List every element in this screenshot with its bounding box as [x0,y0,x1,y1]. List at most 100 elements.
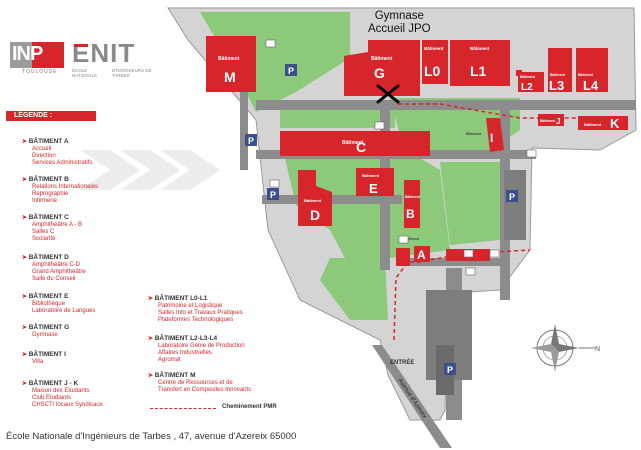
building-C[interactable] [280,131,430,156]
legend-item: Centre de Ressources et de [158,380,233,386]
legend-item: Laboratoire de Langues [32,308,96,314]
building-G-small-label: Bâtiment [371,56,393,62]
building-M[interactable] [206,36,256,92]
building-J-label: J [556,117,560,126]
building-L0-label: L0 [424,63,441,79]
building-G[interactable] [344,40,420,96]
legend-title: LÉGENDE : [6,111,96,121]
building-L1[interactable] [450,40,510,86]
inp-logo-subtitle: TOULOUSE [22,69,58,75]
legend-item: Salles C [32,229,55,235]
legend-item: Gymnase [32,332,58,338]
jpo-cross-icon [376,84,400,104]
building-annex [396,248,410,266]
building-L4-small-label: Bâtiment [578,73,594,77]
building-D-small-label: Bâtiment [304,198,322,203]
bicycle-icon [269,179,280,188]
building-L2-label: L2 [521,82,533,93]
building-L4[interactable] [576,48,608,92]
building-E[interactable] [356,168,394,196]
pmr-legend-line [150,408,216,409]
grass-area [440,162,500,245]
building-D[interactable] [298,170,332,226]
pmr-path [393,249,531,341]
building-L1-label: L1 [470,63,487,79]
enit-logo: ENIT ÉCOLE NATIONALE D'INGÉNIEURS DE TAR… [72,38,152,80]
legend-item: Grand Amphithéâtre [32,269,86,275]
building-L2[interactable] [518,72,544,92]
legend-item: Amphithéâtre C-D [32,262,81,268]
legend-item: Amphithéâtre A - B [32,222,83,228]
parking-icon [444,363,456,375]
building-L3[interactable] [548,48,572,92]
building-I-label: I [490,131,493,145]
parking-icon [506,190,518,202]
svg-text:N: N [595,346,600,353]
building-B-small-label: Bâtiment [405,195,421,199]
legend-item: Patrimoine et Logistique [158,303,223,309]
pmr-legend-label: Cheminement PMR [222,404,277,410]
legend-item: Scolarité [32,236,56,242]
legend-heading: BÂTIMENT G [22,324,69,332]
building-L3-label: L3 [549,78,564,93]
building-L1-small-label: Bâtiment [470,46,490,51]
jpo-label-line2: Accueil JPO [368,23,431,35]
building-J[interactable] [538,114,564,126]
building-M-label: M [224,69,236,85]
bicycle-icon [489,249,500,258]
legend-item: Agromat [158,357,181,363]
bicycle-icon [463,249,474,258]
building-B[interactable] [404,180,420,228]
legend-heading: BÂTIMENT J - K [22,380,103,388]
legend-heading: BÂTIMENT M [148,372,251,380]
building-A-small-label: Bâtiment [404,237,420,241]
enit-logo-subtitle-left: ÉCOLE NATIONALE [72,68,98,78]
building-E-small-label: Bâtiment [362,173,380,178]
bicycle-icon [265,39,276,48]
building-A[interactable] [414,246,430,262]
decorative-chevrons [80,150,220,190]
legend-heading: BÂTIMENT A [22,138,92,146]
building-I[interactable] [486,118,504,152]
legend-item: Affaires Industrielles [158,350,212,356]
building-J-small-label: Bâtiment [540,119,556,123]
bicycle-icon [526,149,537,158]
bicycle-icon [465,267,476,276]
building-L0[interactable] [422,40,448,84]
legend-item: Direction [32,153,56,159]
enit-logo-text: ENIT [72,38,136,68]
building-K-label: K [610,116,620,131]
inp-logo-text: INP [12,43,43,65]
building-K[interactable] [578,116,628,130]
building-L0-small-label: Bâtiment [424,46,444,51]
parking-label: P [248,136,254,146]
parking-label: P [509,192,515,202]
building-L2-small-label: Bâtiment [520,75,536,79]
legend-item: Accueil [32,146,52,152]
grass-area [320,258,388,320]
jpo-label-line1: Gymnase [374,10,424,22]
bicycle-markers [265,39,537,276]
avenue [372,345,452,448]
parking-label: P [270,190,276,200]
legend-item: Salles Info et Travaux Pratiques [158,310,243,316]
legend-heading: BÂTIMENT L0-L1 [148,295,243,303]
building-C-small-label: Bâtiment [342,140,364,146]
compass-rose-icon: N [531,324,600,372]
legend-item: Salle du Conseil [32,276,76,282]
address-footer: École Nationale d'Ingénieurs de Tarbes ,… [6,431,297,442]
legend-heading: BÂTIMENT D [22,254,86,262]
parking-lot [504,170,526,240]
legend-item: Transfert en Composites Innovants [158,387,252,393]
